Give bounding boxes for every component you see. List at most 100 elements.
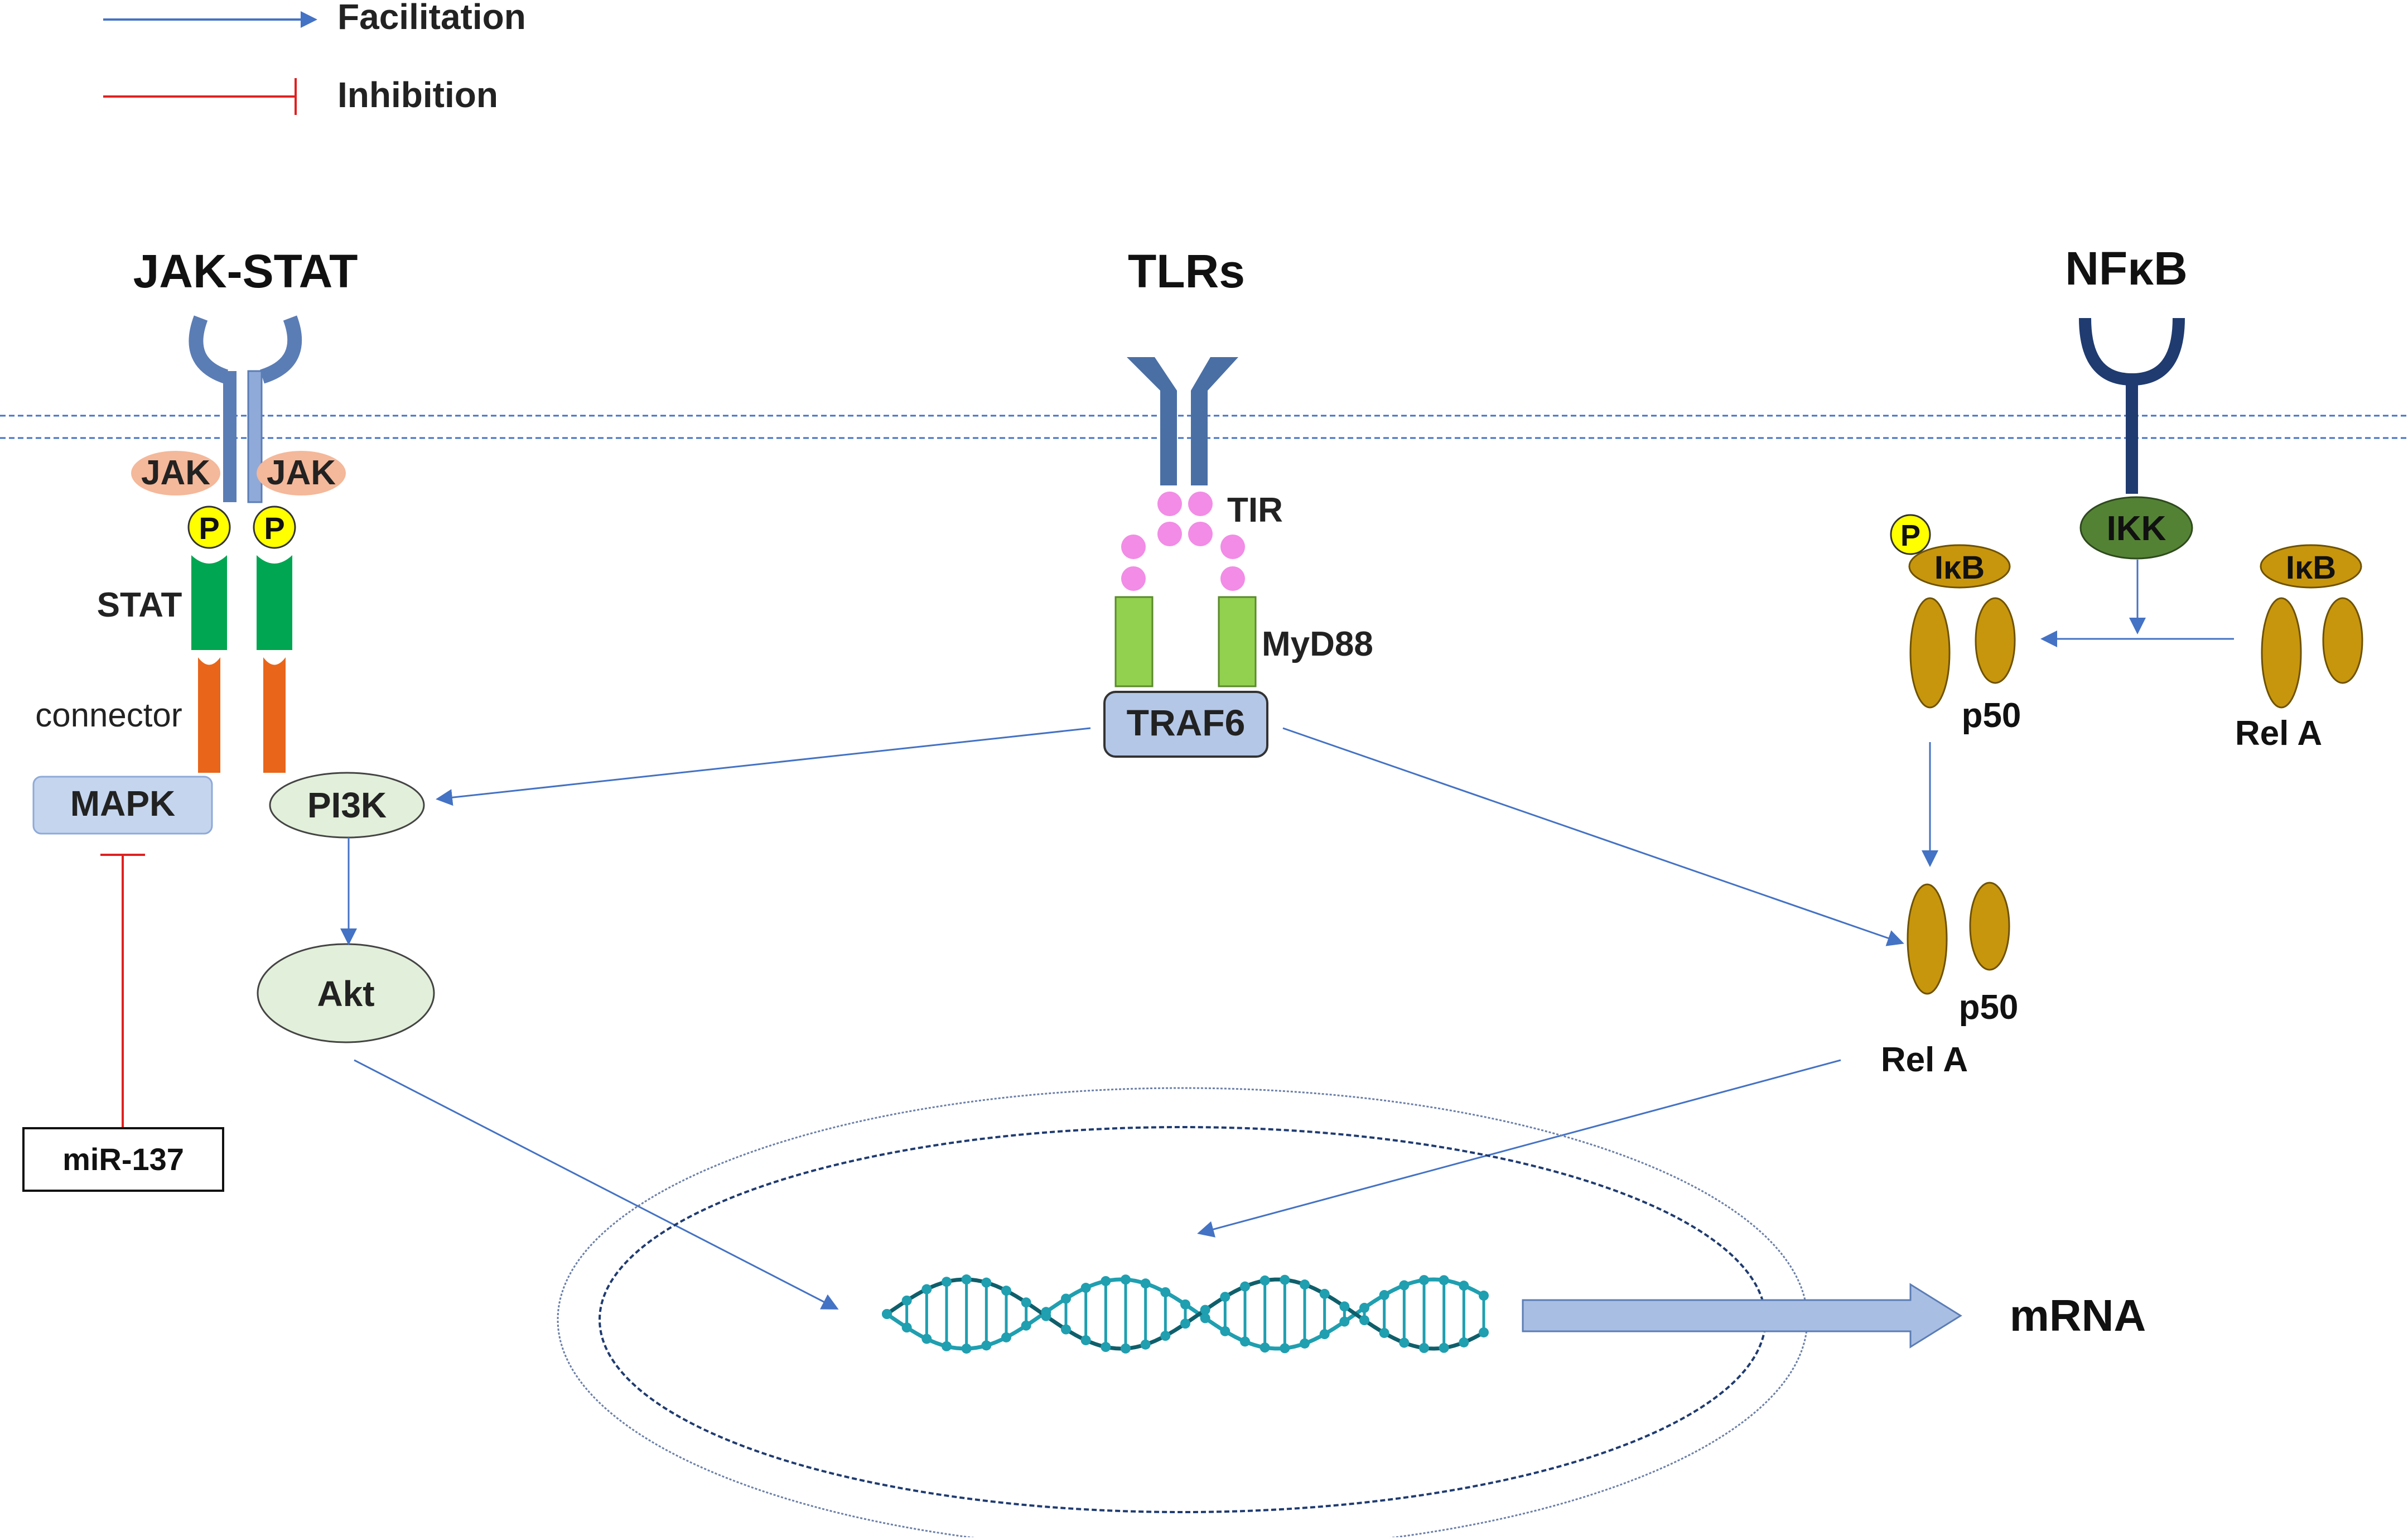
dna-helix: [882, 1274, 1489, 1354]
p50-top-left: [1975, 597, 2016, 684]
dna-node: [942, 1341, 952, 1351]
ikb-right-oval: [2260, 544, 2362, 589]
myd88-left: [1114, 596, 1154, 687]
akt-label: Akt: [317, 974, 374, 1014]
dna-node: [942, 1277, 952, 1287]
phosphate-left: [187, 506, 231, 549]
phosphate-left-label: P: [199, 511, 219, 546]
dna-node: [1180, 1318, 1190, 1329]
dna-node: [921, 1334, 932, 1344]
dna-node: [1140, 1278, 1151, 1289]
dna-node: [1080, 1335, 1091, 1345]
dna-node: [921, 1284, 932, 1294]
dna-node: [981, 1340, 992, 1351]
dna-node: [1200, 1305, 1210, 1315]
mrna-label: mRNA: [2010, 1291, 2146, 1340]
dna-node: [1459, 1337, 1469, 1348]
dna-node: [1240, 1336, 1250, 1347]
dna-node: [901, 1295, 912, 1306]
ikk-label: IKK: [2107, 509, 2166, 548]
p50-top-label: p50: [1962, 696, 2021, 735]
dna-node: [961, 1274, 972, 1285]
nfkb-to-dna-arrow: [1197, 1059, 1841, 1238]
nfkb-title: NFκB: [2065, 242, 2187, 295]
dna-node: [1001, 1286, 1011, 1296]
rela-top-label: Rel A: [2235, 714, 2322, 753]
ikk-oval: [2079, 496, 2193, 560]
dna-node: [1339, 1301, 1350, 1312]
connector-label: connector: [35, 696, 182, 734]
dna-node: [1021, 1297, 1031, 1308]
dna-node: [1041, 1311, 1051, 1321]
dna-node: [1339, 1316, 1350, 1327]
traf6-to-pi3k-arrow: [436, 727, 1091, 806]
mapk-box: [32, 776, 213, 835]
phosphate-ikb-label: P: [1900, 519, 1920, 552]
dna-node: [1260, 1342, 1270, 1353]
jak-right-label: JAK: [267, 454, 336, 492]
tir-domains: [1121, 492, 1245, 591]
traf6-box: [1103, 691, 1268, 758]
jak-left-oval: [131, 451, 220, 495]
dna-node: [1300, 1279, 1310, 1290]
jak-stat-title: JAK-STAT: [133, 245, 358, 297]
dna-node: [1160, 1331, 1171, 1341]
nfkb-receptor-cup: [2079, 317, 2185, 386]
phosphate-right-label: P: [264, 511, 284, 546]
dna-node: [1359, 1302, 1369, 1313]
p50-bottom-label: p50: [1959, 988, 2019, 1027]
akt-to-dna-arrow: [354, 1059, 839, 1310]
jak-stat-pathway: JAK-STAT JAK JAK P P STAT connector MAPK…: [22, 245, 839, 1310]
dna-node: [1399, 1337, 1410, 1348]
dna-node: [1061, 1324, 1071, 1335]
legend: Facilitation Inhibition: [103, 0, 526, 115]
p50-right: [2322, 597, 2363, 684]
myd88-label: MyD88: [1262, 625, 1373, 663]
rela-bottom-label: Rel A: [1881, 1041, 1968, 1079]
dna-node: [1280, 1343, 1290, 1354]
dna-node: [1280, 1274, 1290, 1285]
tir-label: TIR: [1227, 491, 1283, 530]
mir137-label: miR-137: [62, 1142, 184, 1177]
transcription-arrow: [1522, 1283, 1962, 1349]
phosphate-right: [253, 506, 296, 549]
rela-right: [2261, 597, 2302, 709]
dna-node: [1459, 1281, 1469, 1291]
jak-receptor-right-stem: [247, 370, 263, 503]
nfkb-pathway: NFκB IKK IκB P p50 IκB Rel A p50 Rel A: [1197, 242, 2363, 1238]
dna-node: [961, 1343, 972, 1354]
dna-node: [1121, 1274, 1131, 1285]
dna-node: [1439, 1275, 1449, 1286]
dna-node: [1439, 1342, 1449, 1353]
dna-node: [1240, 1281, 1250, 1292]
myd88-right: [1218, 596, 1257, 687]
dna-node: [1180, 1299, 1190, 1310]
dna-node: [1319, 1329, 1330, 1340]
jak-right-oval: [257, 451, 346, 495]
dna-node: [1479, 1291, 1489, 1301]
ikb-left-label: IκB: [1934, 550, 1985, 586]
dna-node: [1479, 1327, 1489, 1337]
dna-node: [1140, 1339, 1151, 1350]
traf6-to-nfkb-arrow: [1282, 727, 1904, 946]
tlrs-pathway: TLRs TIR MyD88 TRAF6: [436, 245, 1904, 946]
facilitation-label: Facilitation: [337, 0, 526, 37]
dna-node: [1399, 1280, 1410, 1291]
jak-receptor-left-arm: [189, 315, 229, 384]
ikb-right-label: IκB: [2286, 550, 2336, 586]
dna-node: [1300, 1338, 1310, 1349]
dna-node: [1220, 1326, 1230, 1336]
tlr-receptor-left: [1127, 357, 1177, 485]
dna-node: [882, 1309, 892, 1319]
tlr-receptor-right: [1191, 357, 1238, 485]
phosphate-ikb: [1890, 514, 1931, 555]
dna-node: [1061, 1293, 1071, 1304]
dna-node: [1121, 1343, 1131, 1354]
ikb-left-oval: [1908, 544, 2011, 589]
tlrs-title: TLRs: [1128, 245, 1245, 297]
connector-left: [198, 657, 220, 773]
pi3k-label: PI3K: [307, 785, 387, 825]
stat-left: [191, 555, 227, 650]
